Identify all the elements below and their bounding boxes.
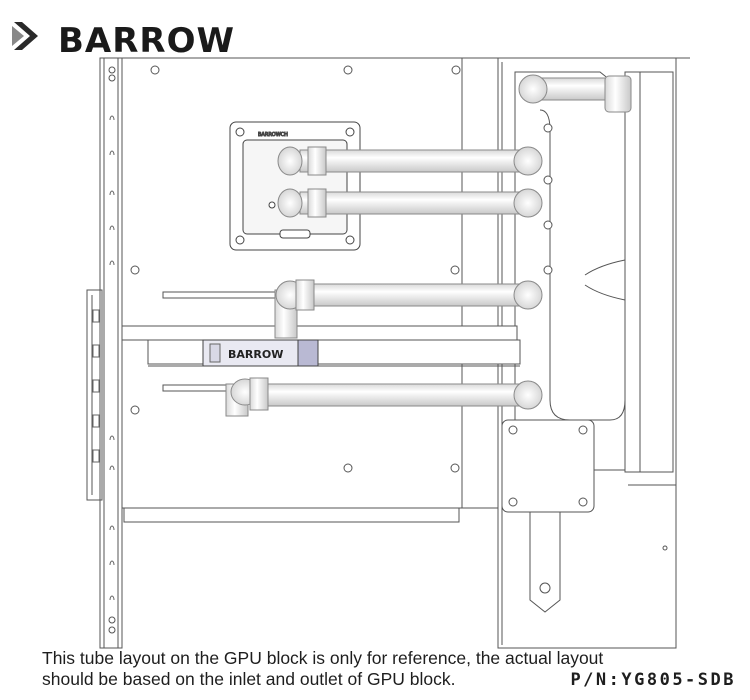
brand-name: BARROW <box>58 21 235 61</box>
block-small-label: BARROWCH <box>258 132 288 138</box>
mounting-screws <box>108 65 668 634</box>
chevron-arrow-icon <box>12 22 38 50</box>
gpu-block-logo: BARROW <box>228 348 283 361</box>
pump-plate <box>501 419 595 513</box>
caption-line-1: This tube layout on the GPU block is onl… <box>42 648 604 668</box>
cpu-block: BARROWCH <box>229 121 361 251</box>
tube-runs <box>225 74 632 417</box>
gpu-block-plate: BARROW <box>202 339 319 367</box>
brand-logo: BARROW <box>12 21 235 61</box>
reference-caption: This tube layout on the GPU block is onl… <box>42 648 682 690</box>
caption-line-2: should be based on the inlet and outlet … <box>42 669 456 689</box>
rail-slots <box>92 115 115 601</box>
part-number: P/N:YG805-SDB <box>570 670 736 690</box>
